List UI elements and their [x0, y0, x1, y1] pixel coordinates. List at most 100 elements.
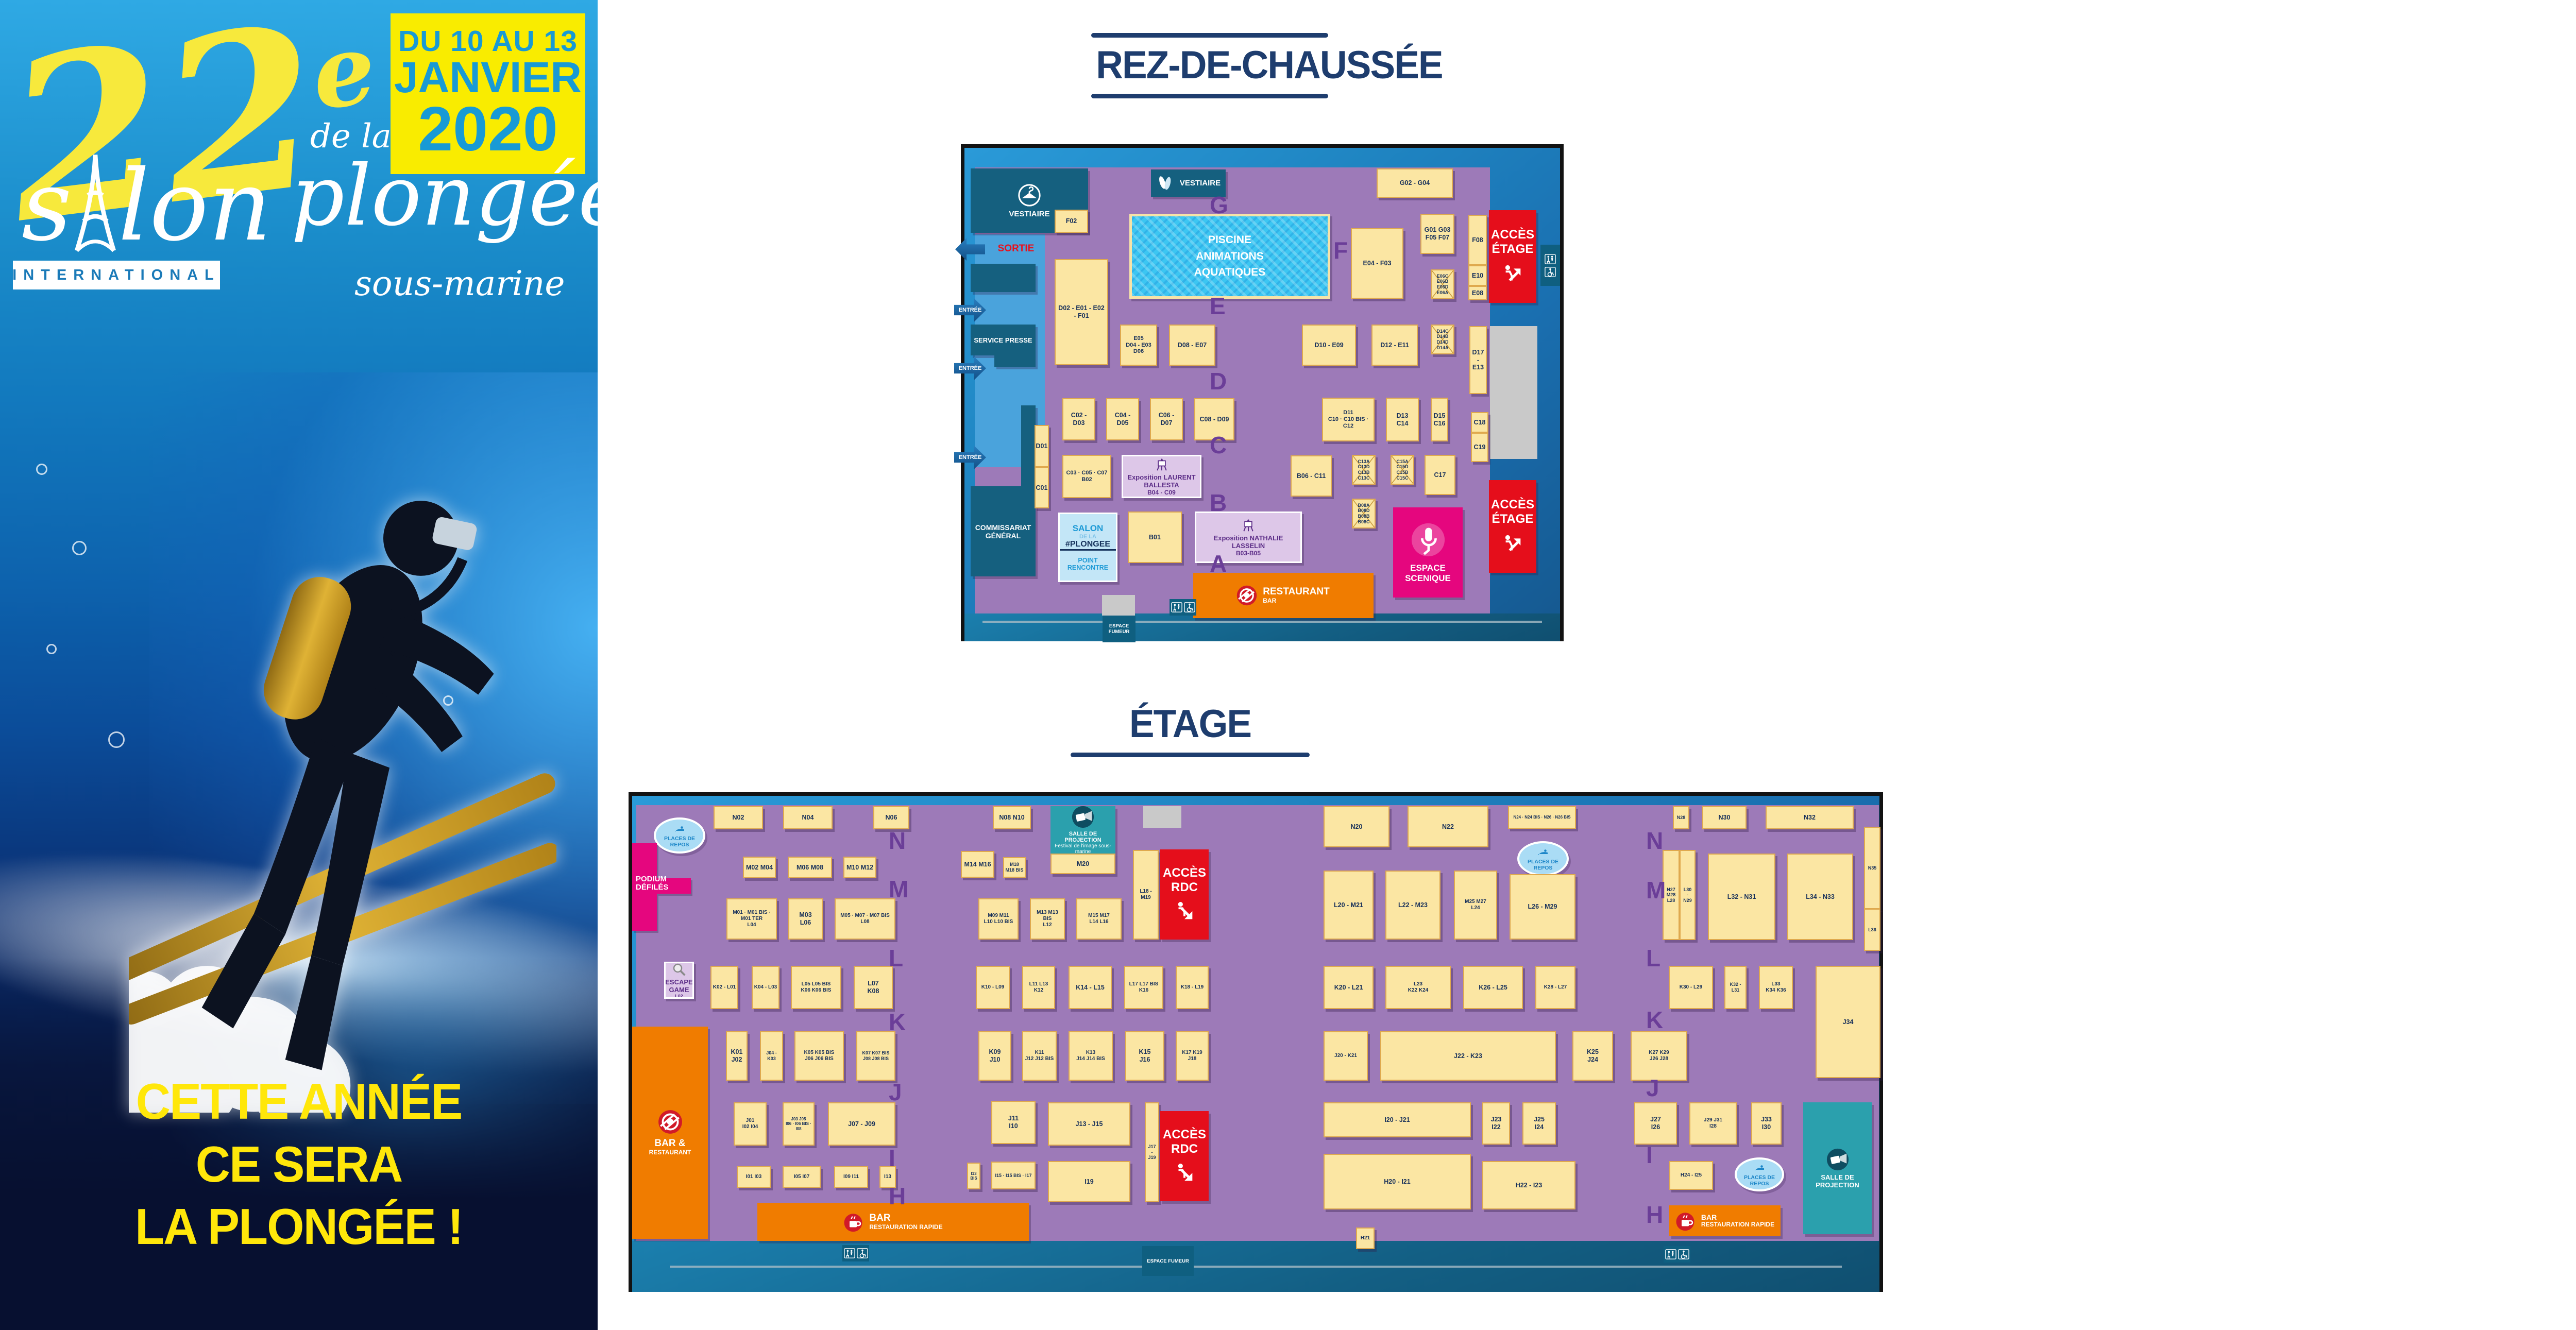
bubble [36, 464, 47, 475]
proj-icon [1826, 1148, 1850, 1171]
cup-icon [842, 1211, 864, 1233]
podium-defiles [632, 843, 657, 931]
booth-n20: N20 [1324, 806, 1389, 847]
booth-l36: L36 [1864, 909, 1880, 951]
booth-i09-i11: I09 I11 [834, 1166, 868, 1188]
booth-k02-l01: K02 - L01 [710, 966, 738, 1009]
booth-l26-m29: L26 - M29 [1510, 874, 1575, 940]
booth-k26-l25: K26 - L25 [1463, 966, 1523, 1009]
wc-icon [1545, 253, 1556, 265]
booth-l32-n31: L32 - N31 [1708, 854, 1775, 940]
booth-h24-i25: H24 - I25 [1669, 1161, 1713, 1190]
vestiaire-2: VESTIAIRE [1151, 169, 1226, 197]
booth-n02: N02 [714, 806, 763, 829]
booth-c06-d07: C06 - D07 [1150, 398, 1183, 440]
booth-n24-n24-bis-n26-n26-bis: N24 · N24 BIS · N26 · N26 BIS [1508, 806, 1576, 829]
booth-n08-n10: N08 N10 [993, 806, 1031, 829]
diver-illustration [129, 501, 556, 1113]
aisle-letter-H: H [1646, 1201, 1664, 1228]
booth-i13-bis: I13 BIS [967, 1163, 980, 1189]
event-dates: DU 10 AU 13 JANVIER 2020 [391, 13, 585, 174]
booth-j13-j15: J13 - J15 [1048, 1102, 1130, 1146]
aisle-letter-N: N [1646, 827, 1664, 854]
aisle-letter-H: H [889, 1183, 906, 1209]
gray-area [1143, 806, 1181, 828]
booth-c08-d09: C08 - D09 [1194, 398, 1234, 440]
fins-icon [1155, 174, 1175, 193]
hc-icon [1545, 266, 1556, 278]
booth-i20-j21: I20 - J21 [1324, 1102, 1471, 1137]
booth-l20-m21: L20 - M21 [1324, 871, 1374, 940]
booth-n06: N06 [873, 806, 909, 829]
rdc-title: REZ-DE-CHAUSSÉE [1091, 33, 1444, 98]
booth-j20-k21: J20 - K21 [1324, 1031, 1368, 1081]
wc-icon [843, 1248, 855, 1259]
booth-i13: I13 [879, 1166, 896, 1188]
booth-k14-l15: K14 - L15 [1069, 966, 1112, 1009]
bubble [72, 541, 87, 555]
espace-fumeur-etage: ESPACE FUMEUR [1142, 1246, 1194, 1276]
booth-k20-l21: K20 - L21 [1324, 966, 1374, 1009]
booth-k32-l31: K32 - L31 [1724, 966, 1747, 1009]
booth-b06-c11: B06 - C11 [1291, 455, 1332, 497]
booth-m02-m04: M02 M04 [743, 857, 776, 878]
booth-k10-l09: K10 - L09 [976, 966, 1010, 1009]
service-presse: SERVICE PRESSE [971, 325, 1036, 355]
booth-d12-e11: D12 - E11 [1371, 325, 1418, 366]
esc-down-icon [1173, 899, 1196, 923]
booth-k04-l03: K04 - L03 [752, 966, 779, 1009]
aisle-letter-D: D [1210, 368, 1227, 395]
booth-e10: E10 [1468, 265, 1487, 286]
booth-c17: C17 [1425, 455, 1455, 495]
bubble [46, 644, 57, 654]
event-poster-banner: 22e DU 10 AU 13 JANVIER 2020 de la s lon… [0, 0, 598, 1330]
esc-up-icon [1501, 262, 1524, 285]
booth-i19: I19 [1048, 1161, 1130, 1202]
etage-title: ÉTAGE [1071, 702, 1310, 757]
aisle-letter-L: L [1646, 945, 1661, 971]
title-rule [1071, 753, 1310, 757]
wc-etage-left [842, 1245, 869, 1261]
aisle-letter-C: C [1210, 432, 1227, 458]
logo-de-la: de la [310, 117, 392, 156]
booth-c02-d03: C02 - D03 [1062, 398, 1095, 440]
presse-annex [971, 264, 1036, 292]
cup-icon [1674, 1210, 1696, 1232]
hc-icon [856, 1248, 868, 1259]
booth-c04-d05: C04 - D05 [1106, 398, 1139, 440]
booth-d10-e09: D10 - E09 [1302, 325, 1356, 366]
booth-d01: D01 [1035, 425, 1049, 467]
rdc-title-text: REZ-DE-CHAUSSÉE [1096, 43, 1443, 87]
wc-icon [1665, 1249, 1676, 1260]
wc-icon [1171, 602, 1182, 613]
booth-k30-l29: K30 - L29 [1669, 966, 1713, 1009]
loupe-icon [671, 963, 687, 977]
espace-fumeur-rdc: ESPACE FUMEUR [1103, 616, 1136, 642]
booth-j17: J17-J19 [1145, 1102, 1159, 1202]
